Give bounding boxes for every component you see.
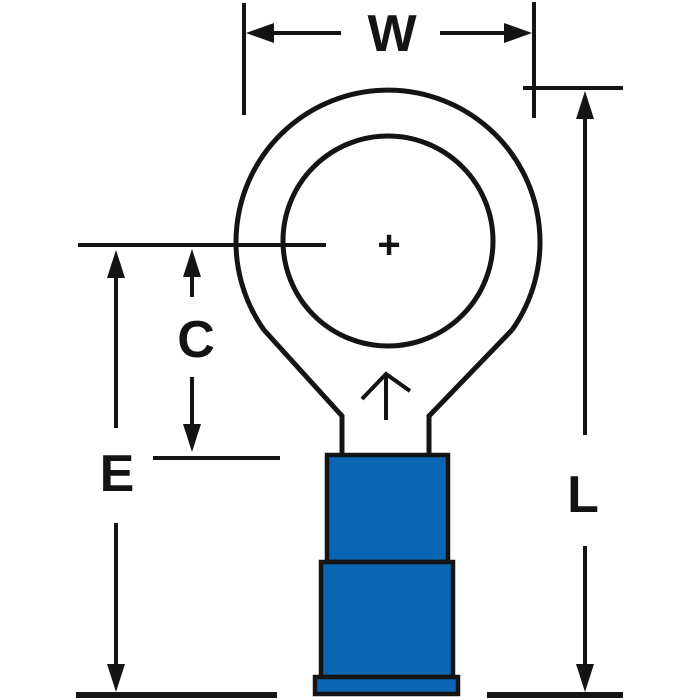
hole-center-mark: + [377, 223, 400, 267]
l-dimension-label: L [567, 466, 599, 524]
ring-neck-right [426, 328, 514, 457]
w-arrowhead-left [246, 23, 274, 43]
c-dimension-label: C [177, 311, 215, 369]
insulation-barrel-upper [324, 452, 451, 565]
e-arrowhead-down [107, 664, 125, 692]
ring-inner-hole [280, 133, 496, 349]
ring-outer-outline [233, 87, 543, 332]
insulation-barrel-flange [312, 674, 461, 697]
c-arrowhead-down [183, 424, 201, 452]
l-arrowhead-up [576, 91, 594, 119]
e-dimension-label: E [100, 445, 135, 503]
ring-neck-left [262, 328, 345, 457]
w-dimension-label: W [367, 5, 417, 63]
wire-insertion-arrow [360, 371, 412, 420]
w-arrowhead-right [504, 23, 532, 43]
insulation-barrel-lower [318, 559, 456, 680]
c-arrowhead-up [183, 249, 201, 277]
l-arrowhead-down [576, 664, 594, 692]
e-arrowhead-up [107, 250, 125, 278]
